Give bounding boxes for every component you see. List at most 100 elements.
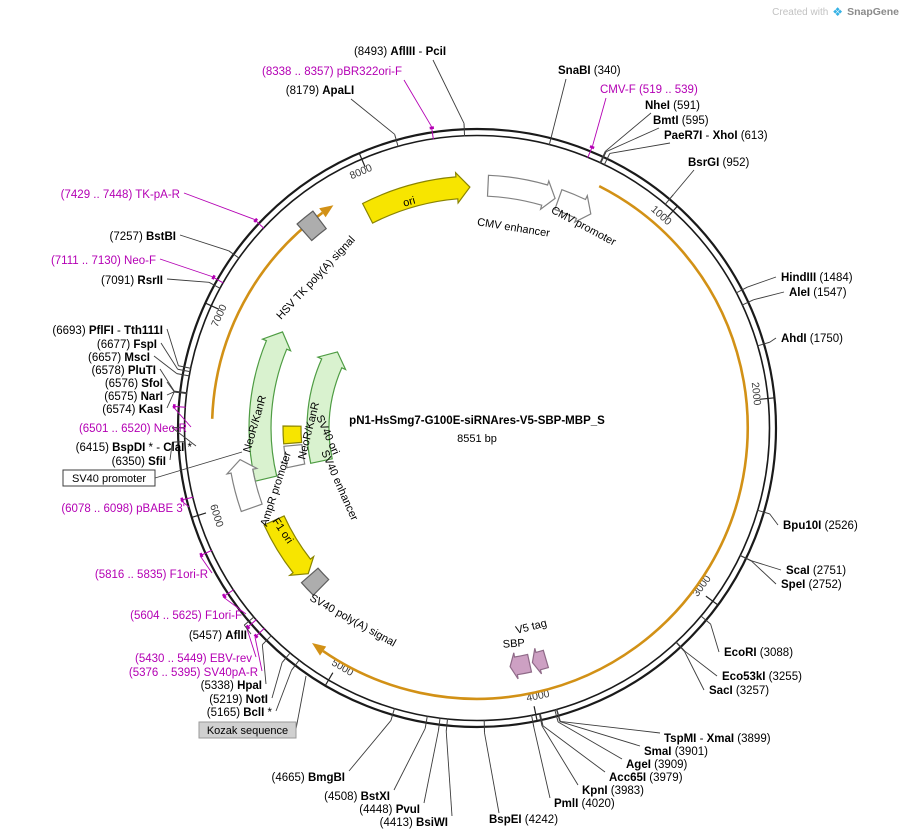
site-label-bpu10I[interactable]: Bpu10I (2526) [783, 520, 858, 532]
site-label-snaBI[interactable]: SnaBI (340) [558, 65, 621, 77]
hsv-tk-polya-signal-label[interactable]: HSV TK poly(A) signal [274, 234, 357, 322]
site-tick-rsrII [208, 281, 221, 289]
site-label-speI[interactable]: SpeI (2752) [781, 579, 842, 591]
sbp[interactable] [509, 652, 533, 680]
site-tick-aleI [741, 299, 754, 306]
site-label-aleI[interactable]: AleI (1547) [789, 287, 847, 299]
sv40-polya-signal-label[interactable]: SV40 poly(A) signal [308, 592, 398, 649]
site-label-apaLI[interactable]: (8179) ApaLI [286, 85, 354, 97]
site-label-smaI[interactable]: SmaI (3901) [644, 746, 708, 758]
site-label-bspDI-claI[interactable]: (6415) BspDI * - ClaI * [76, 442, 193, 454]
ori[interactable] [361, 171, 471, 224]
site-tick-bpu10I [757, 509, 770, 515]
kozak-sequence-label-box[interactable] [198, 721, 297, 739]
site-label-bstBI[interactable]: (7257) BstBI [110, 231, 176, 243]
v5-tag-label[interactable]: V5 tag [514, 617, 548, 636]
sv40-enhancer-label[interactable]: SV40 enhancer [318, 448, 360, 522]
site-label-sfoI[interactable]: (6576) SfoI [105, 378, 163, 390]
site-label-pmlI[interactable]: PmlI (4020) [554, 798, 615, 810]
site-label-pbr322ori-f[interactable]: (8338 .. 8357) pBR322ori-F [262, 66, 402, 78]
site-tick-bstBI [228, 250, 240, 259]
leader-line-pflFI-tth111I [166, 328, 179, 366]
leader-line-paer7I-xhoI [609, 142, 671, 154]
site-label-ageI[interactable]: AgeI (3909) [626, 759, 688, 771]
hsv-tk-polya-signal[interactable] [296, 210, 328, 242]
sv40-promoter-label[interactable]: SV40 promoter [72, 473, 146, 485]
site-label-bsiWI[interactable]: (4413) BsiWI [380, 817, 448, 829]
site-label-pvuI[interactable]: (4448) PvuI [359, 804, 420, 816]
site-label-hindIII[interactable]: HindIII (1484) [781, 272, 853, 284]
cmv-enhancer-label[interactable]: CMV enhancer [476, 216, 551, 239]
site-label-mscI[interactable]: (6657) MscI [88, 352, 150, 364]
site-tick-pvuI [437, 717, 441, 731]
sv40-ori[interactable] [282, 425, 303, 445]
v5-tag[interactable] [531, 648, 550, 675]
site-tick-fspI [177, 368, 191, 373]
leader-line-nheI [605, 112, 652, 152]
site-label-scaI[interactable]: ScaI (2751) [786, 565, 846, 577]
site-label-aflIII-pciI[interactable]: (8493) AflIII - PciI [354, 46, 446, 58]
site-label-neo-f[interactable]: (7111 .. 7130) Neo-F [51, 255, 156, 267]
site-label-nheI[interactable]: NheI (591) [645, 100, 700, 112]
site-label-narI[interactable]: (6575) NarI [104, 391, 163, 403]
plasmid-size: 8551 bp [457, 433, 497, 445]
site-label-sfiI[interactable]: (6350) SfiI [112, 456, 166, 468]
site-label-pbabe-3[interactable]: (6078 .. 6098) pBABE 3' [61, 503, 185, 515]
sv40-polya-signal[interactable] [300, 567, 330, 597]
cmv-enhancer[interactable] [486, 174, 556, 211]
scale-tick [705, 595, 719, 606]
leader-line-ahdI [769, 337, 777, 343]
site-tick-bmtI [600, 151, 607, 164]
sbp-label[interactable]: SBP [502, 637, 525, 651]
site-label-notI[interactable]: (5219) NotI [209, 694, 268, 706]
site-label-f1ori-f[interactable]: (5604 .. 5625) F1ori-F [130, 610, 242, 622]
site-label-cmv-f[interactable]: CMV-F (519 .. 539) [600, 84, 698, 96]
site-label-bclI[interactable]: (5165) BclI * [207, 707, 273, 719]
insert-orf-arc[interactable] [322, 184, 749, 701]
site-label-sacI[interactable]: SacI (3257) [709, 685, 769, 697]
site-label-bmgBI[interactable]: (4665) BmgBI [272, 772, 346, 784]
leader-line-bsrGI [673, 169, 695, 195]
cmv-promoter[interactable] [554, 188, 592, 224]
site-label-pluTI[interactable]: (6578) PluTI [91, 365, 156, 377]
site-tick-mscI [176, 373, 190, 377]
site-label-sv40pa-r[interactable]: (5376 .. 5395) SV40pA-R [129, 667, 258, 679]
scale-tick [191, 512, 207, 518]
site-label-paer7I-xhoI[interactable]: PaeR7I - XhoI (613) [664, 130, 768, 142]
site-label-ebv-rev[interactable]: (5430 .. 5449) EBV-rev [135, 653, 252, 665]
site-label-rsrII[interactable]: (7091) RsrII [101, 275, 163, 287]
site-label-aflII[interactable]: (5457) AflII [189, 630, 247, 642]
neor-transcript-arc[interactable] [210, 211, 324, 419]
site-label-ahdI[interactable]: AhdI (1750) [781, 333, 843, 345]
site-label-tspMI-xmaI[interactable]: TspMI - XmaI (3899) [664, 733, 771, 745]
site-label-ecoRI[interactable]: EcoRI (3088) [724, 647, 793, 659]
leader-line-narI [166, 391, 175, 396]
site-label-fspI[interactable]: (6677) FspI [97, 339, 157, 351]
site-tick-ageI [554, 709, 559, 723]
site-label-eco53kI[interactable]: Eco53kI (3255) [722, 671, 802, 683]
site-tick-kpnI [538, 713, 543, 727]
site-label-hpaI[interactable]: (5338) HpaI [201, 680, 262, 692]
site-label-kpnI[interactable]: KpnI (3983) [582, 785, 644, 797]
f1-ori[interactable] [263, 515, 315, 577]
site-label-kasI[interactable]: (6574) KasI [102, 404, 163, 416]
site-label-bstXI[interactable]: (4508) BstXI [324, 791, 390, 803]
kozak-sequence-label[interactable]: Kozak sequence [207, 725, 288, 737]
site-tick-sacI [675, 641, 685, 652]
site-label-bmtI[interactable]: BmtI (595) [653, 115, 709, 127]
neor-kanr-inner[interactable] [306, 351, 347, 465]
ori-label[interactable]: ori [402, 195, 417, 210]
leader-line-bstBI [179, 234, 229, 252]
site-label-neo-r[interactable]: (6501 .. 6520) Neo-R [79, 423, 187, 435]
site-label-tk-pa-r[interactable]: (7429 .. 7448) TK-pA-R [61, 189, 180, 201]
site-label-acc65I[interactable]: Acc65I (3979) [609, 772, 683, 784]
site-label-bspEI[interactable]: BspEI (4242) [489, 814, 558, 826]
site-label-f1ori-r[interactable]: (5816 .. 5835) F1ori-R [95, 569, 208, 581]
ampr-promoter[interactable] [225, 458, 263, 513]
site-label-bsrGI[interactable]: BsrGI (952) [688, 157, 750, 169]
sv40-promoter-label-box[interactable] [62, 469, 156, 487]
sv40-enhancer[interactable] [283, 443, 306, 469]
neor-kanr-outer[interactable] [248, 331, 292, 482]
site-label-pflFI-tth111I[interactable]: (6693) PflFI - Tth111I [52, 325, 163, 337]
